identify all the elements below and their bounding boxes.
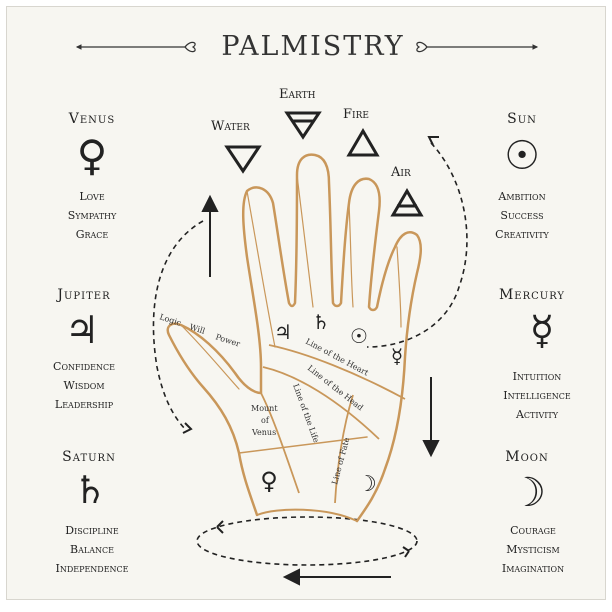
sun-trait-1: Ambition xyxy=(498,190,546,203)
sun-name: Sun xyxy=(507,111,537,127)
mercury-trait-1: Intuition xyxy=(512,370,562,383)
moon-trait-1: Courage xyxy=(510,524,556,537)
water-icon xyxy=(224,145,262,174)
jupiter-icon: ♃ xyxy=(64,308,100,352)
venus-trait-3: Grace xyxy=(75,228,109,241)
moon-name: Moon xyxy=(505,449,549,465)
moon-trait-2: Mysticism xyxy=(506,543,560,556)
venus-trait-1: Love xyxy=(79,190,105,203)
saturn-trait-1: Discipline xyxy=(65,524,119,537)
saturn-trait-2: Balance xyxy=(70,543,114,556)
palm-sun-icon: ☉ xyxy=(350,324,368,348)
jupiter-trait-3: Leadership xyxy=(54,398,114,411)
palm-moon-icon: ☽ xyxy=(357,472,377,497)
head-line xyxy=(262,366,380,440)
right-dashed-loop xyxy=(366,142,468,348)
moon-trait-3: Imagination xyxy=(501,562,565,575)
sun-trait-2: Success xyxy=(500,209,544,222)
saturn-icon: ♄ xyxy=(72,468,108,512)
fate-line-label: Line of Fate xyxy=(330,436,351,485)
heart-line xyxy=(268,344,406,400)
poster: PALMISTRY Venus ♀ Love Sympathy Grace Ju… xyxy=(6,6,606,600)
saturn-name: Saturn xyxy=(62,449,116,465)
moon-traits: Courage Mysticism Imagination xyxy=(473,521,593,578)
hand-outline xyxy=(166,153,422,523)
venus-name: Venus xyxy=(68,111,116,127)
jupiter-traits: Confidence Wisdom Leadership xyxy=(21,357,147,414)
power-label: Power xyxy=(214,332,241,348)
jupiter-trait-1: Confidence xyxy=(53,360,115,373)
palm-venus-icon: ♀ xyxy=(260,467,278,495)
jupiter-trait-2: Wisdom xyxy=(63,379,105,392)
palm-lines xyxy=(260,344,406,504)
mercury-traits: Intuition Intelligence Activity xyxy=(477,367,597,424)
jupiter-name: Jupiter xyxy=(57,287,111,303)
mercury-name: Mercury xyxy=(498,287,566,303)
base-dashed-ellipse xyxy=(196,516,418,566)
water-label: Water xyxy=(211,119,250,134)
palm-jupiter-icon: ♃ xyxy=(274,320,292,344)
earth-label: Earth xyxy=(279,87,316,102)
mercury-trait-2: Intelligence xyxy=(503,389,571,402)
moon-icon: ☽ xyxy=(510,470,546,516)
element-symbols xyxy=(224,111,424,217)
motion-arrows xyxy=(201,194,440,586)
life-line-label: Line of the Life xyxy=(291,383,321,444)
sun-trait-3: Creativity xyxy=(495,228,549,241)
mercury-trait-3: Activity xyxy=(515,408,559,421)
fire-label: Fire xyxy=(343,107,369,122)
sun-icon: ☉ xyxy=(504,133,540,179)
saturn-trait-3: Independence xyxy=(55,562,129,575)
saturn-traits: Discipline Balance Independence xyxy=(27,521,157,578)
mercury-icon: ☿ xyxy=(529,308,555,354)
left-dashed-loop xyxy=(152,220,204,432)
venus-trait-2: Sympathy xyxy=(67,209,117,222)
fire-icon xyxy=(346,128,380,157)
palm-mercury-icon: ☿ xyxy=(391,344,403,368)
venus-traits: Love Sympathy Grace xyxy=(37,187,147,244)
earth-icon xyxy=(284,111,322,140)
air-label: Air xyxy=(391,165,411,180)
page-title: PALMISTRY xyxy=(221,31,405,62)
title-flourishes xyxy=(75,41,539,53)
air-icon xyxy=(390,188,424,217)
mount-label-3: Venus xyxy=(251,428,276,437)
fate-line xyxy=(334,394,354,504)
sun-traits: Ambition Success Creativity xyxy=(467,187,577,244)
hand-illustration: Logic Will Power Mount of Venus Line of … xyxy=(152,136,468,586)
venus-icon: ♀ xyxy=(76,131,108,180)
palm-saturn-icon: ♄ xyxy=(312,310,330,334)
mount-label-1: Mount xyxy=(251,404,278,413)
life-line xyxy=(260,392,300,494)
mount-label-2: of xyxy=(261,416,270,425)
